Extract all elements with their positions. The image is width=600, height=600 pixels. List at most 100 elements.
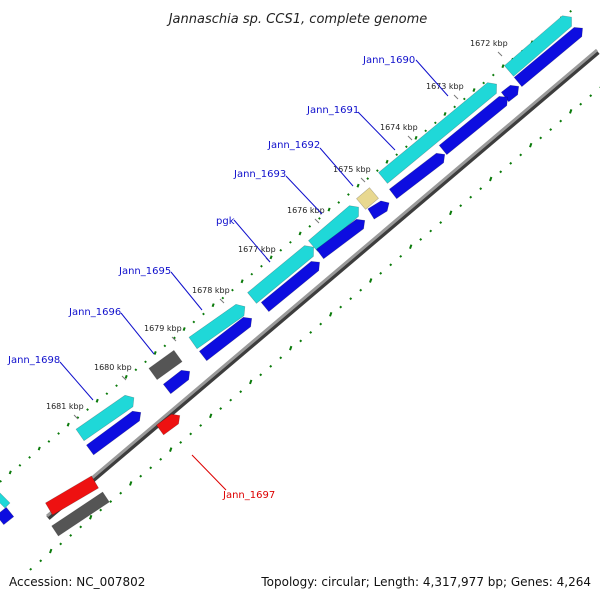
cds-forward-gene [0, 492, 11, 509]
tick-mark [121, 375, 127, 381]
gc-skew-mark [289, 240, 292, 244]
gc-skew-mark [356, 183, 360, 188]
gc-skew-mark [179, 440, 183, 444]
gc-skew-mark [369, 278, 373, 283]
gc-skew-mark [37, 446, 41, 451]
gc-skew-mark [339, 305, 343, 309]
cds-reverse-gene [86, 410, 142, 456]
gc-skew-mark [405, 145, 408, 149]
gene-label[interactable]: Jann_1690 [362, 55, 415, 66]
label-leader-line [357, 111, 396, 151]
gene-label[interactable]: Jann_1693 [233, 169, 286, 180]
cds-reverse-gene [388, 152, 446, 200]
gc-skew-mark [115, 384, 118, 388]
gc-skew-mark [429, 229, 433, 233]
gc-skew-mark [539, 136, 543, 140]
gc-skew-mark [221, 296, 225, 300]
gene-label[interactable]: Jann_1698 [7, 355, 60, 366]
gc-skew-mark [89, 514, 93, 520]
gene-label[interactable]: Jann_1691 [306, 105, 359, 116]
label-leader-line [319, 147, 354, 187]
map-title: Jannaschia sp. CCS1, complete genome [166, 12, 428, 27]
gc-skew-mark [69, 533, 73, 537]
label-leader-line [415, 59, 449, 97]
gc-skew-mark [66, 422, 70, 427]
gc-skew-mark [250, 272, 254, 276]
gene-label[interactable]: Jann_1695 [118, 266, 171, 277]
gc-skew-mark [239, 390, 243, 394]
red-gene [156, 413, 181, 436]
gc-skew-mark [279, 356, 283, 360]
gc-skew-mark [209, 413, 213, 419]
cds-reverse-gene [198, 316, 253, 362]
gc-skew-mark [49, 548, 53, 554]
gc-skew-mark [269, 364, 273, 368]
gene-label[interactable]: Jann_1697 [222, 490, 275, 501]
gc-skew-mark [231, 288, 234, 292]
gc-skew-mark [259, 373, 263, 377]
genome-backbone [46, 48, 600, 520]
gc-skew-mark [549, 128, 553, 131]
gc-skew-mark [337, 201, 341, 204]
gc-skew-mark [260, 264, 263, 268]
backbone-shadow [46, 50, 600, 520]
gc-skew-mark [449, 210, 453, 216]
gc-skew-mark [29, 567, 33, 571]
tick-mark [73, 414, 79, 420]
gc-skew-mark [419, 238, 423, 241]
gc-skew-mark [192, 320, 196, 324]
label-leader-line [120, 312, 155, 355]
gc-skew-mark [124, 374, 128, 379]
gc-skew-mark [153, 350, 157, 355]
gc-skew-mark [240, 279, 244, 284]
cds-reverse-gene [513, 27, 583, 88]
gc-skew-mark [462, 97, 466, 101]
gc-skew-mark [414, 135, 418, 140]
gc-skew-mark [424, 129, 428, 133]
gc-skew-mark [129, 481, 133, 486]
gene-label[interactable]: Jann_1692 [267, 140, 320, 151]
gc-skew-mark [249, 379, 253, 385]
accession-text: Accession: NC_007802 [9, 575, 145, 589]
gc-skew-mark [359, 288, 363, 292]
tick-mark [314, 218, 320, 224]
gc-skew-mark [479, 187, 483, 191]
gc-skew-mark [279, 248, 283, 252]
tick-label: 1680 kbp [94, 363, 132, 372]
gc-skew-mark [349, 297, 353, 301]
tick-mark [171, 336, 177, 342]
red-gene [45, 475, 99, 516]
gc-skew-mark [482, 81, 486, 85]
cds-reverse-gene [367, 200, 390, 220]
tick-mark [453, 94, 459, 100]
cds-forward-gene [75, 394, 135, 442]
gc-skew-mark [59, 542, 63, 546]
label-leader-line [233, 219, 271, 263]
gc-skew-mark [308, 225, 312, 228]
gc-skew-mark [173, 336, 176, 340]
gene-label[interactable]: pgk [216, 216, 235, 227]
gc-skew-mark [379, 271, 383, 275]
gc-skew-mark [99, 508, 103, 512]
gene-label[interactable]: Jann_1696 [68, 307, 121, 318]
gc-skew-mark [433, 121, 437, 125]
gc-skew-mark [469, 195, 473, 199]
tick-label: 1674 kbp [380, 123, 418, 132]
gc-skew-mark [319, 322, 323, 326]
gc-skew-mark [211, 303, 215, 308]
tick-label: 1673 kbp [426, 82, 464, 91]
gc-skew-mark [298, 231, 302, 236]
backbone-line [46, 48, 598, 518]
gc-skew-mark [443, 112, 447, 116]
tick-mark [219, 298, 225, 304]
gc-skew-mark [134, 368, 138, 372]
gc-skew-mark [559, 119, 563, 123]
cds-forward-gene [188, 303, 246, 350]
gc-skew-mark [489, 176, 493, 182]
gc-skew-mark [395, 153, 399, 157]
gc-skew-mark [28, 456, 31, 459]
gc-skew-mark [491, 73, 495, 77]
tick-mark [360, 177, 366, 183]
gc-skew-mark [327, 207, 331, 212]
